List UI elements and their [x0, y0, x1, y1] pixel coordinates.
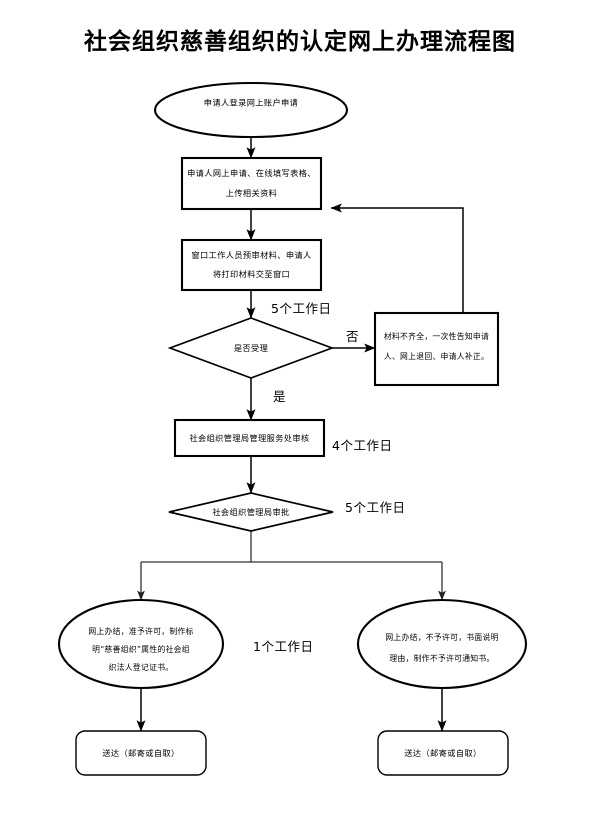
node-decision-accept-diamond[interactable] — [167, 317, 335, 379]
node-result-approved-line1: 网上办结，准予许可，制作标 — [88, 626, 193, 636]
node-start-ellipse[interactable] — [153, 81, 349, 139]
node-decision-approve-diamond[interactable] — [168, 492, 334, 532]
node-apply-online-line1: 申请人网上申请、在线填写表格、 — [187, 168, 316, 178]
node-window-precheck-line2: 将打印材料交至窗口 — [213, 269, 290, 279]
node-return-for-fix-box[interactable] — [373, 311, 500, 387]
node-result-approved-line2: 明“慈善组织”属性的社会组 — [92, 644, 190, 654]
label-days-precheck: 5个工作日 — [271, 301, 331, 316]
node-deliver-right-label: 送达（邮寄或自取） — [404, 748, 481, 758]
node-deliver-left-label: 送达（邮寄或自取） — [102, 748, 179, 758]
connector-return-feedback-loop — [330, 203, 464, 313]
node-result-approved-ellipse[interactable] — [57, 598, 225, 690]
label-days-review: 4个工作日 — [332, 438, 392, 453]
node-result-denied-ellipse[interactable] — [356, 598, 528, 690]
label-days-approve: 5个工作日 — [345, 500, 405, 515]
node-result-denied-line1: 网上办结，不予许可，书面说明 — [385, 632, 498, 642]
node-bureau-review-box[interactable] — [173, 418, 326, 458]
node-apply-online-box[interactable] — [180, 156, 323, 211]
node-window-precheck-box[interactable] — [180, 238, 323, 292]
page-title: 社会组织慈善组织的认定网上办理流程图 — [84, 28, 516, 55]
node-deliver-left-box[interactable] — [75, 730, 207, 776]
node-apply-online-line2: 上传相关资料 — [226, 188, 278, 198]
node-start-label: 申请人登录网上账户申请 — [204, 98, 298, 108]
label-branch-no: 否 — [346, 329, 359, 344]
node-return-for-fix-line1: 材料不齐全，一次性告知申请 — [384, 331, 489, 341]
node-decision-accept-label: 是否受理 — [234, 343, 268, 353]
node-deliver-right-box[interactable] — [377, 730, 509, 776]
node-result-approved-line3: 织法人登记证书。 — [109, 662, 174, 672]
node-decision-approve-label: 社会组织管理局审批 — [212, 507, 289, 517]
node-window-precheck-line1: 窗口工作人员预审材料、申请人 — [191, 250, 311, 260]
node-bureau-review-label: 社会组织管理局管理服务处审核 — [189, 433, 309, 443]
label-branch-yes: 是 — [273, 389, 286, 404]
node-result-denied-line2: 理由，制作不予许可通知书。 — [389, 653, 494, 663]
node-return-for-fix-line2: 人、网上退回、申请人补正。 — [384, 351, 489, 361]
label-days-deliver: 1个工作日 — [253, 639, 313, 654]
